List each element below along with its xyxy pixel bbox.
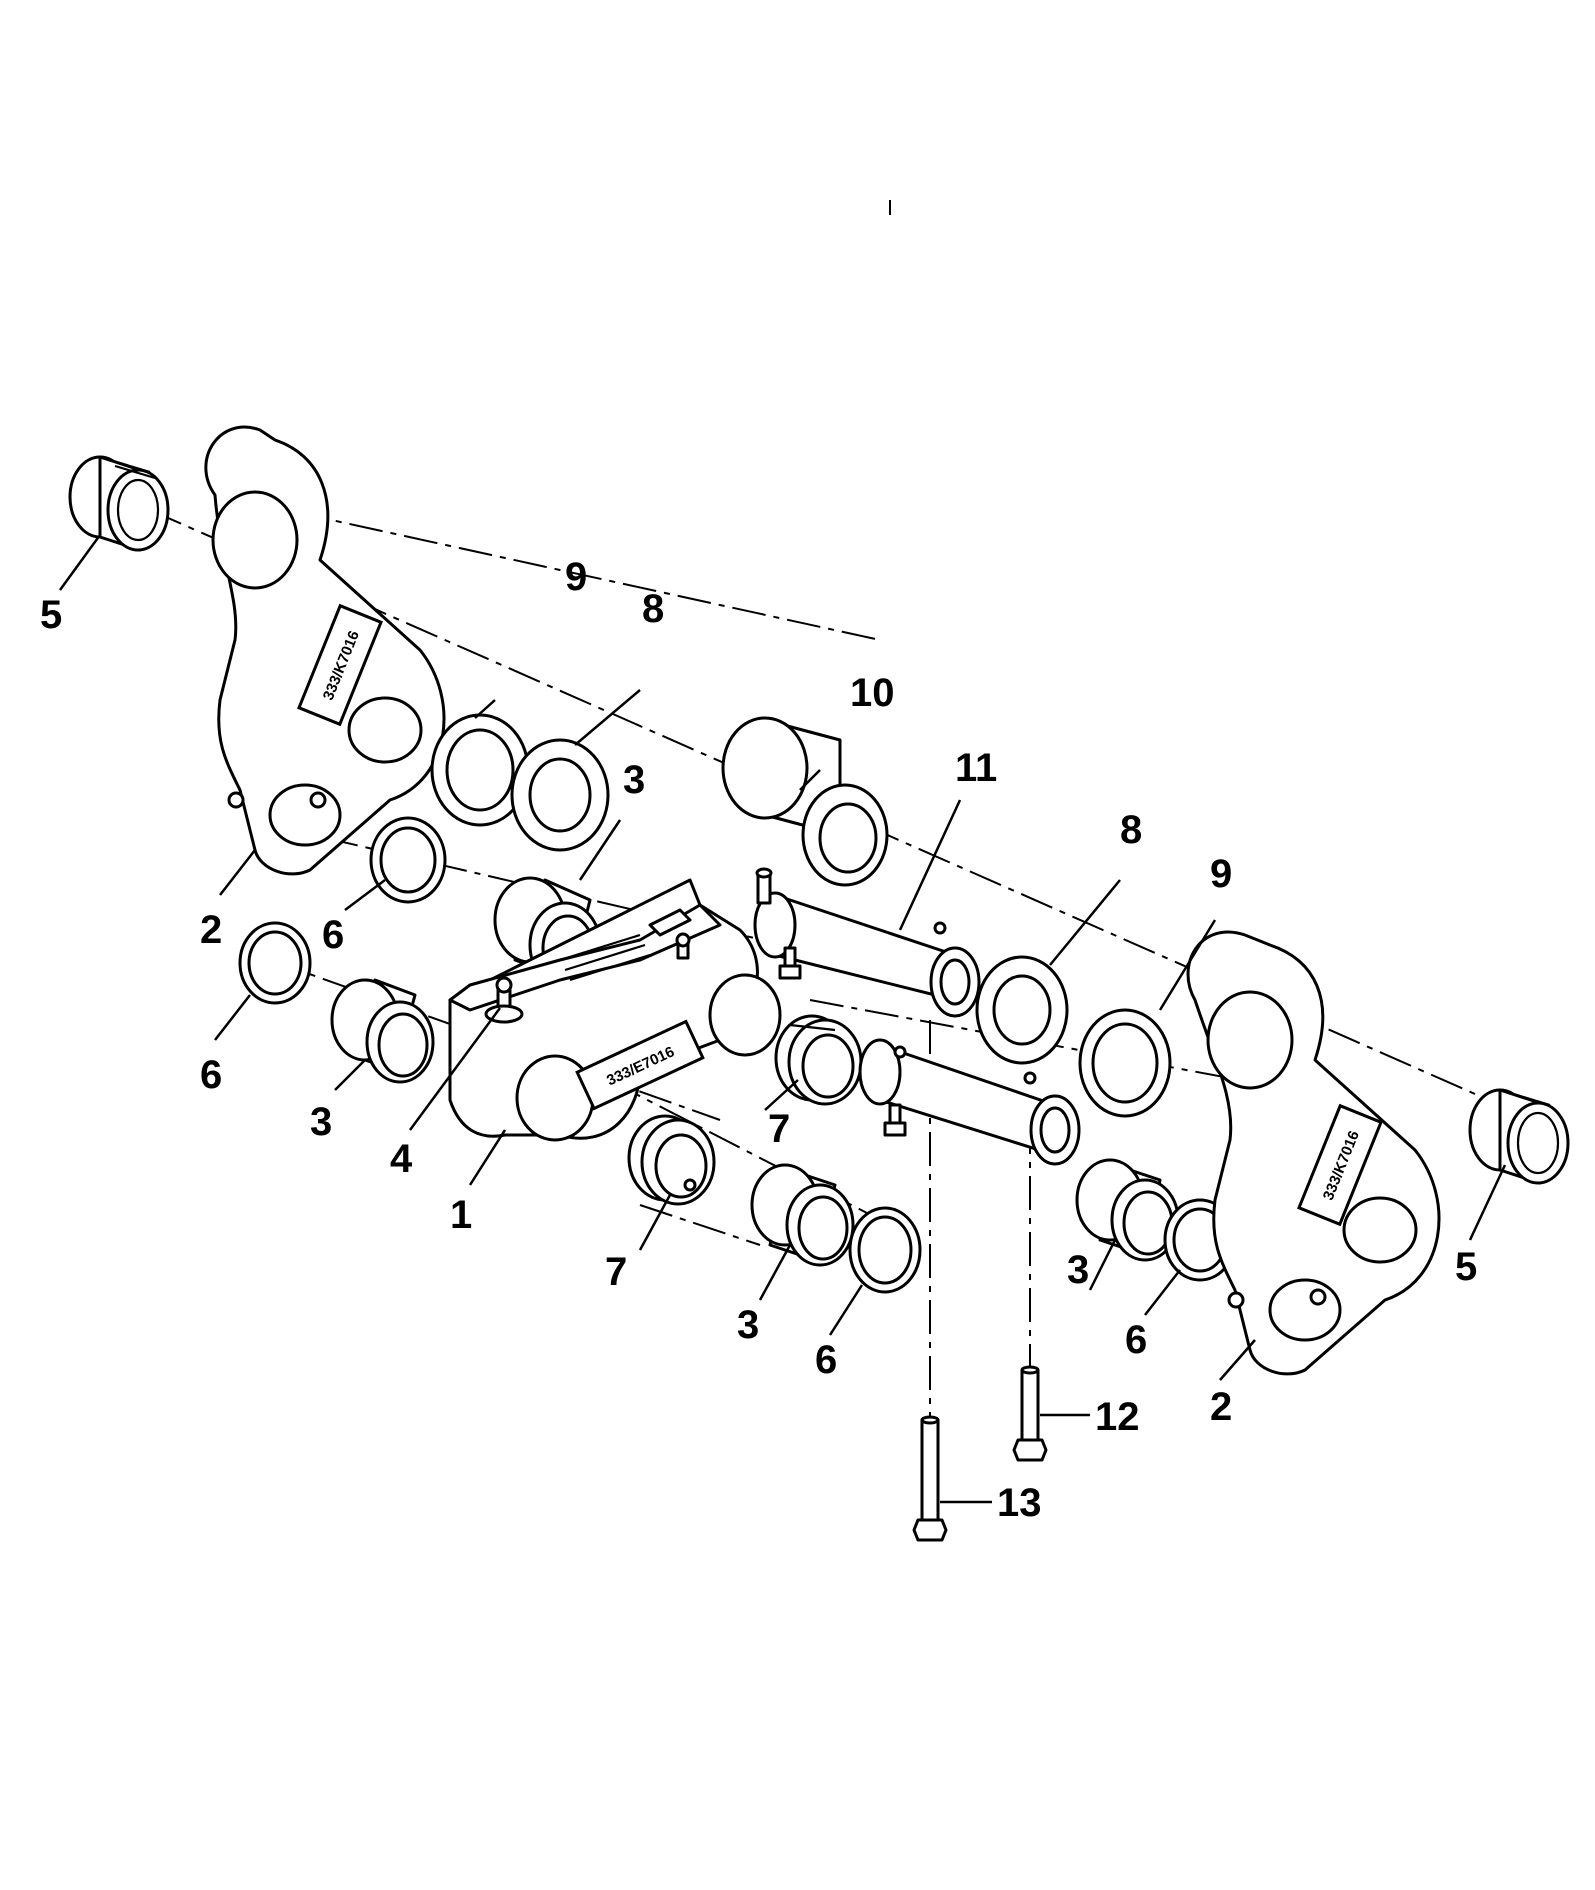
callout-5-right: 5	[1455, 1245, 1477, 1289]
ring-6-bottom	[848, 1206, 922, 1294]
bushing-3-bottom	[750, 1163, 855, 1267]
bushing-7-left	[627, 1114, 716, 1206]
pin-11-upper	[753, 867, 981, 1018]
callout-6-right: 6	[1125, 1318, 1147, 1362]
washer-8-right	[975, 955, 1069, 1065]
callout-3-left: 3	[310, 1100, 332, 1144]
grease-fitting-4	[484, 932, 691, 1024]
shim-9-right	[1078, 1008, 1172, 1118]
callout-9-left: 9	[565, 555, 587, 599]
bushing-3-right	[1075, 1158, 1180, 1262]
link-plate-2-left: 333/K7016	[204, 425, 446, 876]
callout-2-left: 2	[200, 908, 222, 952]
bolt-12	[1012, 1365, 1048, 1462]
ring-6-upper-left	[369, 816, 447, 904]
callout-7-left: 7	[605, 1250, 627, 1294]
bushing-3-left	[330, 978, 435, 1084]
grease-fitting-icon	[675, 932, 691, 960]
callout-3-upper: 3	[623, 758, 645, 802]
pin-11-lower	[858, 1038, 1081, 1166]
callout-3-right: 3	[1067, 1248, 1089, 1292]
callout-6-bottom: 6	[815, 1338, 837, 1382]
washer-8-left	[510, 738, 610, 852]
callout-4: 4	[390, 1137, 413, 1181]
callout-6-upper-left: 6	[322, 913, 344, 957]
callout-6-lower-left: 6	[200, 1053, 222, 1097]
ring-6-lower-left	[238, 921, 312, 1005]
callout-9-right: 9	[1210, 852, 1232, 896]
grease-fitting-icon	[484, 976, 524, 1024]
bushing-5-left	[68, 455, 170, 552]
bushing-5-right	[1468, 1088, 1570, 1185]
leader-lines	[58, 534, 1507, 1504]
callout-3-bottom: 3	[737, 1303, 759, 1347]
callout-labels: 5 9 8 10 11 3 8 9 2 6 6 3 4 1 7 7 3 6 3 …	[40, 555, 1477, 1525]
callout-12: 12	[1095, 1395, 1140, 1439]
bushing-7-right	[774, 1014, 863, 1106]
callout-13: 13	[997, 1481, 1042, 1525]
callout-1: 1	[450, 1193, 472, 1237]
link-plate-2-right: 333/K7016	[1186, 930, 1441, 1376]
sleeve-10	[721, 716, 889, 887]
callout-7-right: 7	[768, 1107, 790, 1151]
hex-bolt-icon	[912, 1415, 948, 1542]
callout-10: 10	[850, 671, 895, 715]
bolt-13	[912, 1415, 948, 1542]
callout-5-left: 5	[40, 593, 62, 637]
hex-bolt-icon	[1012, 1365, 1048, 1462]
callout-11: 11	[955, 746, 997, 790]
callout-2-right: 2	[1210, 1385, 1232, 1429]
callout-8-right: 8	[1120, 808, 1142, 852]
callout-8-left: 8	[642, 587, 664, 631]
